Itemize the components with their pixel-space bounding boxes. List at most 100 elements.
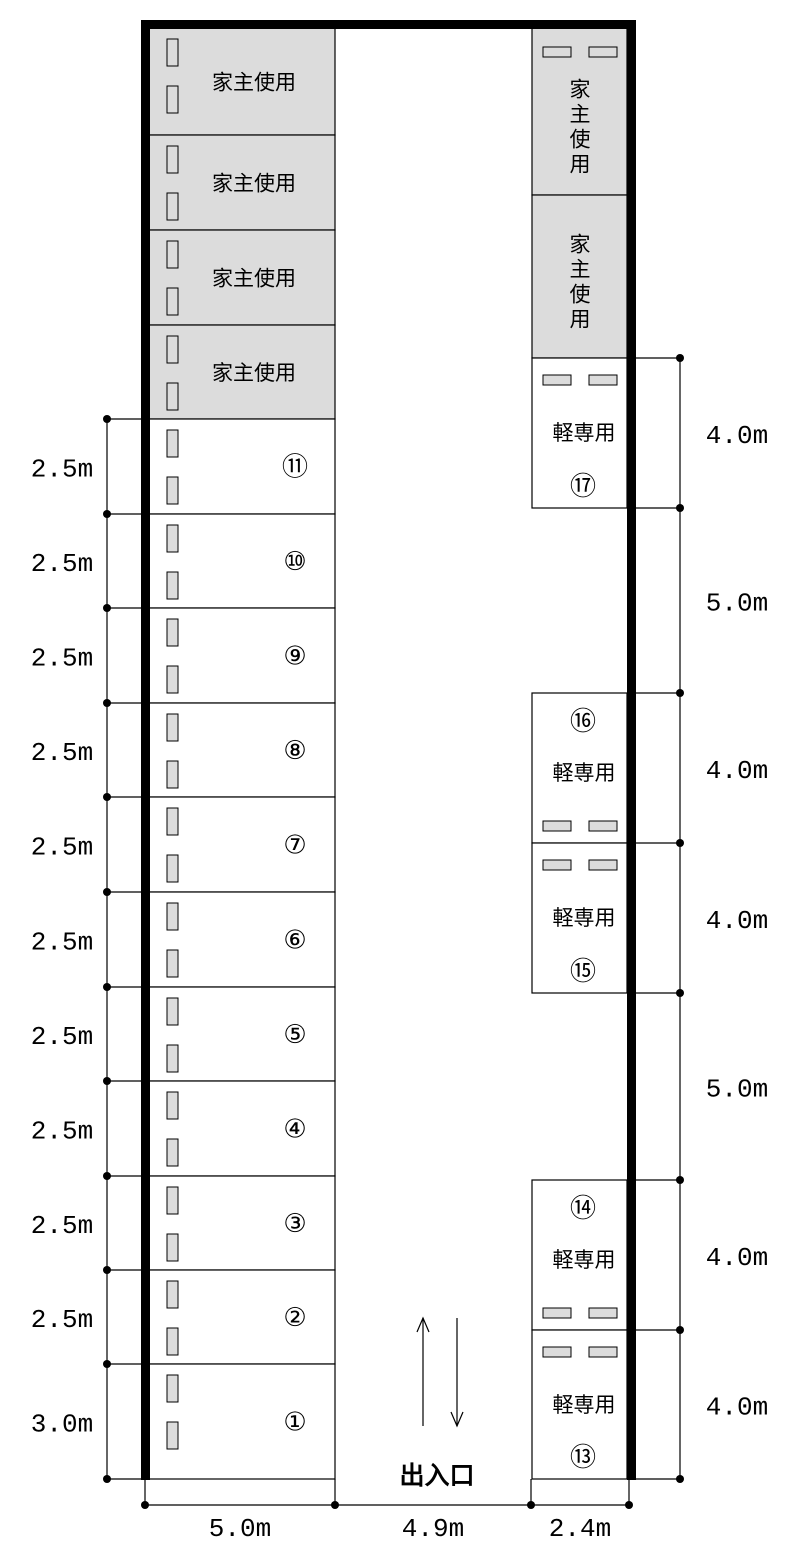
right-dimension-label: 5.0m <box>706 589 768 619</box>
wheel-stop <box>166 1091 179 1120</box>
owner-use-label-char: 主 <box>570 258 591 282</box>
kei-only-label: 軽専用 <box>553 1393 616 1417</box>
owner-use-label: 家主使用 <box>212 361 296 385</box>
kei-only-label: 軽専用 <box>553 421 616 445</box>
owner-use-label-char: 家 <box>570 233 591 257</box>
parking-space <box>148 418 336 515</box>
bottom-dimension-label: 4.9m <box>402 1514 464 1544</box>
wheel-stop <box>542 820 572 832</box>
wheel-stop <box>166 1186 179 1215</box>
space-number: ④ <box>283 1115 306 1145</box>
parking-space <box>148 1363 336 1480</box>
wheel-stop <box>542 859 572 871</box>
dimension-dot <box>676 1176 684 1184</box>
space-number: ⑩ <box>283 547 306 577</box>
parking-space <box>148 891 336 988</box>
right-dimension-label: 4.0m <box>706 421 768 451</box>
left-dimension-label: 2.5m <box>31 1211 93 1241</box>
right-wall <box>627 20 636 1480</box>
left-dimension-label: 2.5m <box>31 928 93 958</box>
wheel-stop <box>588 1346 618 1358</box>
space-number: ① <box>283 1408 306 1438</box>
owner-space <box>148 229 336 326</box>
wheel-stop <box>166 192 179 221</box>
left-dimension-label: 2.5m <box>31 833 93 863</box>
wheel-stop <box>166 335 179 364</box>
space-number: ⑥ <box>283 926 306 956</box>
dimension-dot <box>141 1501 149 1509</box>
outbound-arrow-head <box>450 1411 464 1428</box>
bottom-dimension-label: 5.0m <box>209 1514 271 1544</box>
wheel-stop <box>166 665 179 694</box>
dimension-dot <box>527 1501 535 1509</box>
dimension-dot <box>676 1326 684 1334</box>
dimension-dot <box>103 888 111 896</box>
space-number: ⑭ <box>570 1194 596 1224</box>
owner-space <box>148 324 336 420</box>
kei-only-label: 軽専用 <box>553 1248 616 1272</box>
dimension-dot <box>676 839 684 847</box>
wheel-stop <box>542 1346 572 1358</box>
owner-space <box>148 27 336 136</box>
wheel-stop <box>166 1327 179 1356</box>
dimension-dot <box>625 1501 633 1509</box>
dimension-dot <box>103 699 111 707</box>
dimension-dot <box>103 510 111 518</box>
kei-only-label: 軽専用 <box>553 906 616 930</box>
space-number: ⑯ <box>570 707 596 737</box>
dimension-dot <box>103 1360 111 1368</box>
parking-space <box>148 702 336 798</box>
wheel-stop <box>166 382 179 411</box>
space-number: ⑮ <box>570 957 596 987</box>
owner-use-label-char: 家 <box>570 78 591 102</box>
wheel-stop <box>166 902 179 931</box>
kei-only-label: 軽専用 <box>553 761 616 785</box>
left-dimension-label: 2.5m <box>31 1022 93 1052</box>
top-wall <box>141 20 635 29</box>
dimension-dot <box>103 1266 111 1274</box>
wheel-stop <box>166 429 179 458</box>
space-number: ⑧ <box>283 736 306 766</box>
wheel-stop <box>166 85 179 114</box>
right-dimension-label: 4.0m <box>706 756 768 786</box>
left-dimension-label: 3.0m <box>31 1410 93 1440</box>
left-dimension-label: 2.5m <box>31 1305 93 1335</box>
wheel-stop <box>166 760 179 789</box>
owner-space <box>531 194 628 359</box>
wheel-stop <box>166 807 179 836</box>
dimension-dot <box>331 1501 339 1509</box>
kei-parking-space <box>531 1179 628 1331</box>
owner-use-label-char: 用 <box>570 308 591 332</box>
dimension-dot <box>103 415 111 423</box>
wheel-stop <box>166 240 179 269</box>
wheel-stop <box>166 1233 179 1262</box>
parking-space <box>148 986 336 1082</box>
wheel-stop <box>166 1374 179 1403</box>
entrance-label: 出入口 <box>399 1461 474 1490</box>
dimension-dot <box>103 1077 111 1085</box>
parking-space <box>148 513 336 609</box>
space-number: ② <box>283 1303 306 1333</box>
wheel-stop <box>166 713 179 742</box>
dimension-dot <box>676 354 684 362</box>
space-number: ⑤ <box>283 1020 306 1050</box>
dimension-dot <box>103 604 111 612</box>
wheel-stop <box>588 374 618 386</box>
dimension-dot <box>676 689 684 697</box>
right-dimension-label: 4.0m <box>706 1243 768 1273</box>
wheel-stop <box>588 46 618 58</box>
wheel-stop <box>166 524 179 553</box>
right-dimension-label: 5.0m <box>706 1075 768 1105</box>
dimension-dot <box>676 504 684 512</box>
wheel-stop <box>588 820 618 832</box>
wheel-stop <box>542 46 572 58</box>
wheel-stop <box>542 1307 572 1319</box>
owner-space <box>148 134 336 231</box>
left-dimension-label: 2.5m <box>31 644 93 674</box>
owner-use-label: 家主使用 <box>212 267 296 291</box>
wheel-stop <box>166 38 179 67</box>
dimension-dot <box>103 983 111 991</box>
wheel-stop <box>588 1307 618 1319</box>
wheel-stop <box>166 571 179 600</box>
